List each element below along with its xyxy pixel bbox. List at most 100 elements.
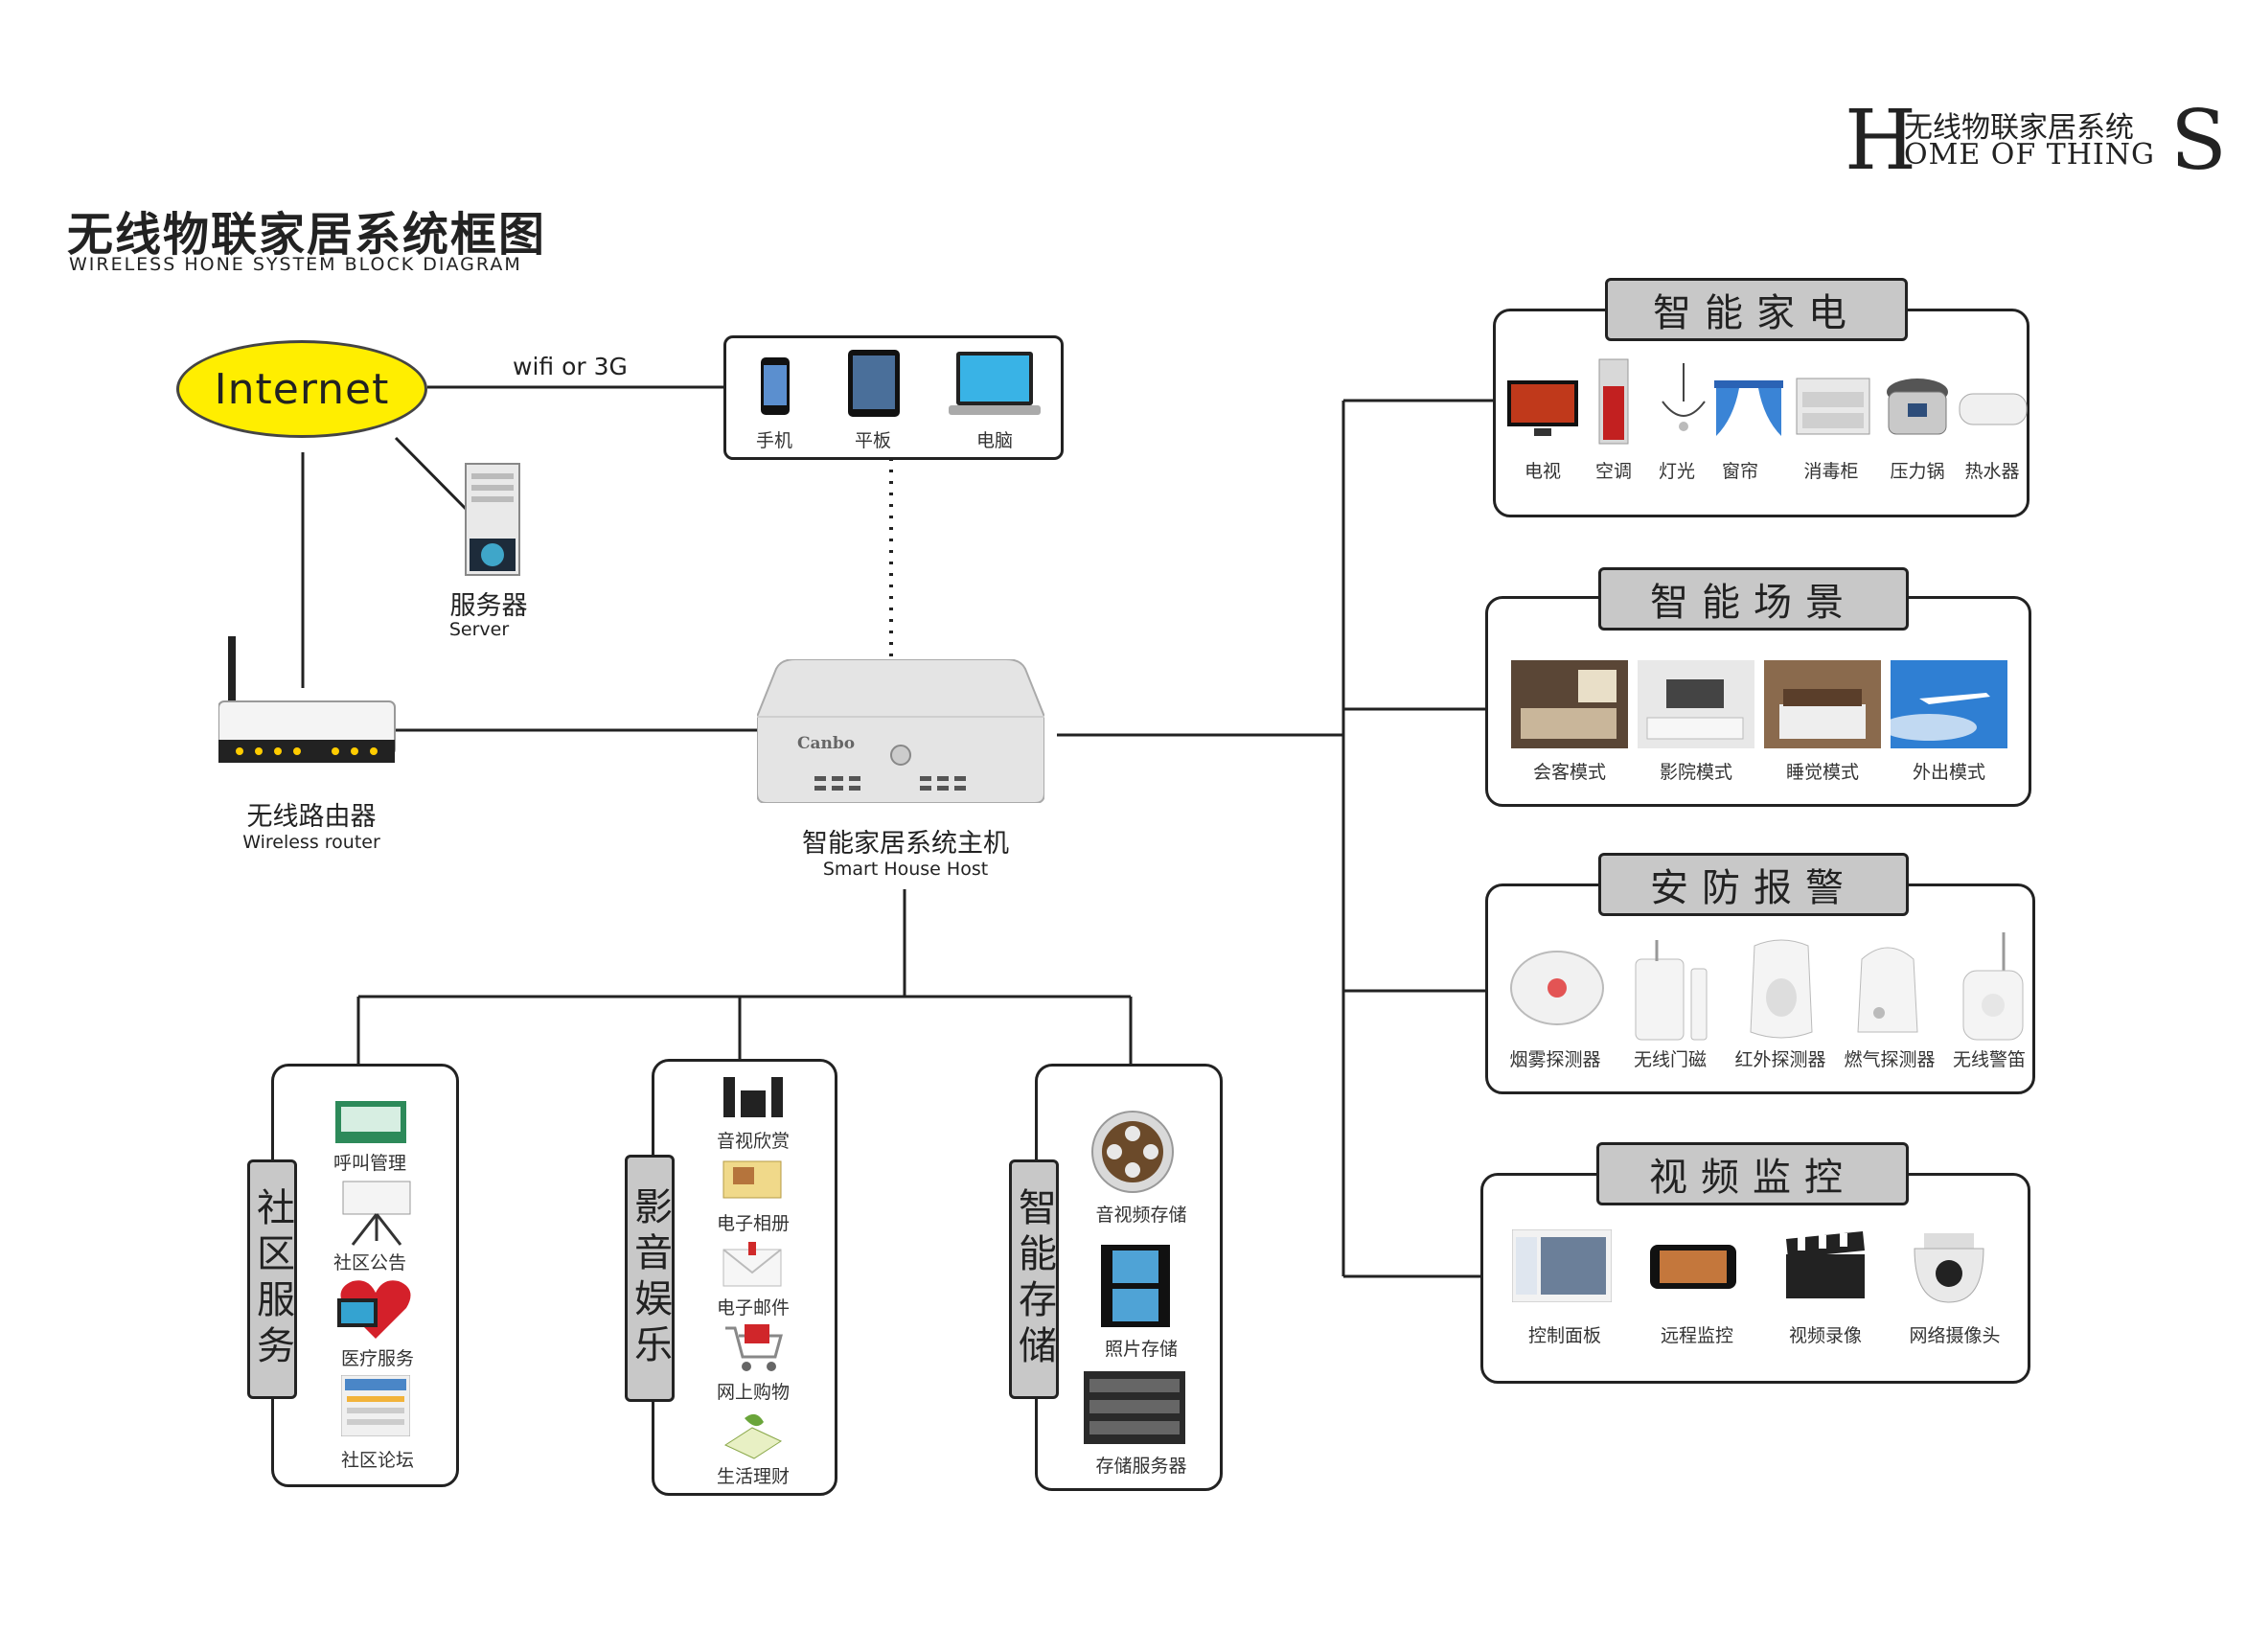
appliances-box: 电视 空调 灯光 窗帘 消毒柜 压力锅 热水器 [1493, 309, 2029, 517]
infrared-detector-icon [1745, 936, 1818, 1047]
video-label: 视频录像 [1788, 1325, 1862, 1346]
finance-icon [722, 1409, 785, 1464]
storage-label: 存储服务器 [1095, 1456, 1187, 1477]
door-sensor-icon [1634, 940, 1710, 1049]
forum-icon [340, 1374, 411, 1440]
scene-label: 外出模式 [1912, 762, 1985, 783]
appliances-header: 智能家电 [1605, 278, 1908, 341]
video-label: 控制面板 [1527, 1325, 1601, 1346]
link-label: wifi or 3G [513, 353, 628, 380]
storage-server-icon [1084, 1371, 1185, 1448]
host-label-cn: 智能家居系统主机 [802, 829, 1009, 859]
scene-label: 睡觉模式 [1785, 762, 1859, 783]
host-brand: Canbo [797, 734, 856, 753]
appliance-label: 消毒柜 [1803, 461, 1859, 482]
terminal-label: 电脑 [975, 430, 1013, 451]
wireless-siren-icon [1960, 932, 2027, 1047]
living-room-image [1511, 660, 1628, 752]
server-label-en: Server [448, 619, 510, 640]
security-label: 烟雾探测器 [1509, 1049, 1601, 1070]
storage-label: 照片存储 [1104, 1339, 1178, 1360]
media-label: 网上购物 [716, 1382, 790, 1403]
appliance-label: 电视 [1524, 461, 1561, 482]
video-header: 视频监控 [1596, 1142, 1909, 1205]
media-label: 生活理财 [716, 1466, 790, 1487]
router-label-en: Wireless router [242, 832, 380, 853]
appliance-label: 热水器 [1964, 461, 2020, 482]
water-heater-icon [1958, 390, 2029, 432]
video-label: 网络摄像头 [1909, 1325, 2001, 1346]
appliance-label: 压力锅 [1890, 461, 1945, 482]
server-icon [464, 462, 521, 581]
internet-label: Internet [214, 364, 390, 414]
curtain-icon [1714, 380, 1783, 442]
appliance-label: 空调 [1594, 461, 1632, 482]
security-label: 燃气探测器 [1844, 1049, 1936, 1070]
call-management-icon [335, 1101, 406, 1147]
brand-cn: 无线物联家居系统 [1904, 111, 2134, 145]
diagram-title: 无线物联家居系统框图 [67, 208, 547, 262]
security-label: 红外探测器 [1734, 1049, 1826, 1070]
home-theater-icon [722, 1071, 785, 1123]
scenes-box: 会客模式 影院模式 睡觉模式 外出模式 [1485, 596, 2031, 807]
community-label: 社区公告 [332, 1252, 406, 1273]
router-icon [218, 636, 396, 784]
control-panel-icon [1511, 1228, 1613, 1306]
host-device-icon [756, 658, 1045, 807]
gas-detector-icon [1852, 940, 1923, 1044]
community-label: 呼叫管理 [332, 1153, 406, 1174]
community-header: 社区服务 [247, 1159, 297, 1399]
terminal-label: 手机 [755, 430, 792, 451]
community-label: 社区论坛 [340, 1450, 414, 1471]
server-label-cn: 服务器 [449, 591, 528, 621]
security-header: 安防报警 [1598, 853, 1909, 916]
appliance-label: 窗帘 [1721, 461, 1758, 482]
going-out-image [1881, 660, 2007, 752]
security-box: 烟雾探测器 无线门磁 红外探测器 燃气探测器 无线警笛 [1485, 883, 2035, 1094]
film-strip-icon [1101, 1245, 1170, 1331]
pressure-cooker-icon [1883, 371, 1952, 444]
tv-icon [1505, 379, 1580, 442]
network-camera-icon [1911, 1229, 1987, 1310]
air-conditioner-icon [1597, 357, 1630, 449]
photo-album-icon [722, 1158, 783, 1205]
brand-last-letter: S [2170, 93, 2227, 189]
terminals-box: 手机 平板 电脑 [723, 335, 1064, 460]
terminal-label: 平板 [854, 430, 891, 451]
storage-label: 音视频存储 [1095, 1205, 1187, 1226]
community-label: 医疗服务 [340, 1348, 414, 1369]
media-label: 电子邮件 [716, 1297, 790, 1319]
brand-first-letter: H [1845, 93, 1916, 189]
scene-label: 影院模式 [1659, 762, 1732, 783]
diagram-subtitle: WIRELESS HONE SYSTEM BLOCK DIAGRAM [69, 254, 522, 275]
storage-header: 智能存储 [1009, 1159, 1059, 1399]
media-label: 电子相册 [716, 1213, 790, 1234]
video-label: 远程监控 [1660, 1325, 1733, 1346]
cinema-room-image [1638, 660, 1754, 752]
scene-label: 会客模式 [1532, 762, 1606, 783]
appliance-label: 灯光 [1658, 461, 1695, 482]
email-envelope-icon [722, 1240, 783, 1292]
smoke-detector-icon [1507, 950, 1607, 1042]
chandelier-icon [1657, 363, 1710, 444]
shopping-cart-icon [722, 1322, 785, 1378]
media-header: 影音娱乐 [625, 1155, 675, 1402]
security-label: 无线警笛 [1952, 1049, 2026, 1070]
phone-icon [759, 356, 791, 421]
laptop-icon [949, 350, 1041, 423]
scenes-header: 智能场景 [1598, 567, 1909, 631]
medical-service-icon [337, 1277, 414, 1344]
remote-monitor-icon [1648, 1239, 1742, 1300]
internet-node: Internet [176, 340, 427, 438]
community-box: 呼叫管理 社区公告 医疗服务 社区论坛 [271, 1064, 459, 1487]
brand-logo: H 无线物联家居系统 OME OF THING S [1845, 96, 2247, 182]
film-reel-icon [1089, 1109, 1176, 1199]
disinfection-cabinet-icon [1795, 377, 1871, 440]
video-recording-icon [1782, 1229, 1869, 1306]
host-label-en: Smart House Host [822, 859, 989, 880]
router-label-cn: 无线路由器 [246, 802, 377, 832]
media-label: 音视欣赏 [716, 1131, 790, 1152]
bedroom-image [1764, 660, 1881, 752]
media-box: 音视欣赏 电子相册 电子邮件 网上购物 生活理财 [652, 1059, 837, 1496]
